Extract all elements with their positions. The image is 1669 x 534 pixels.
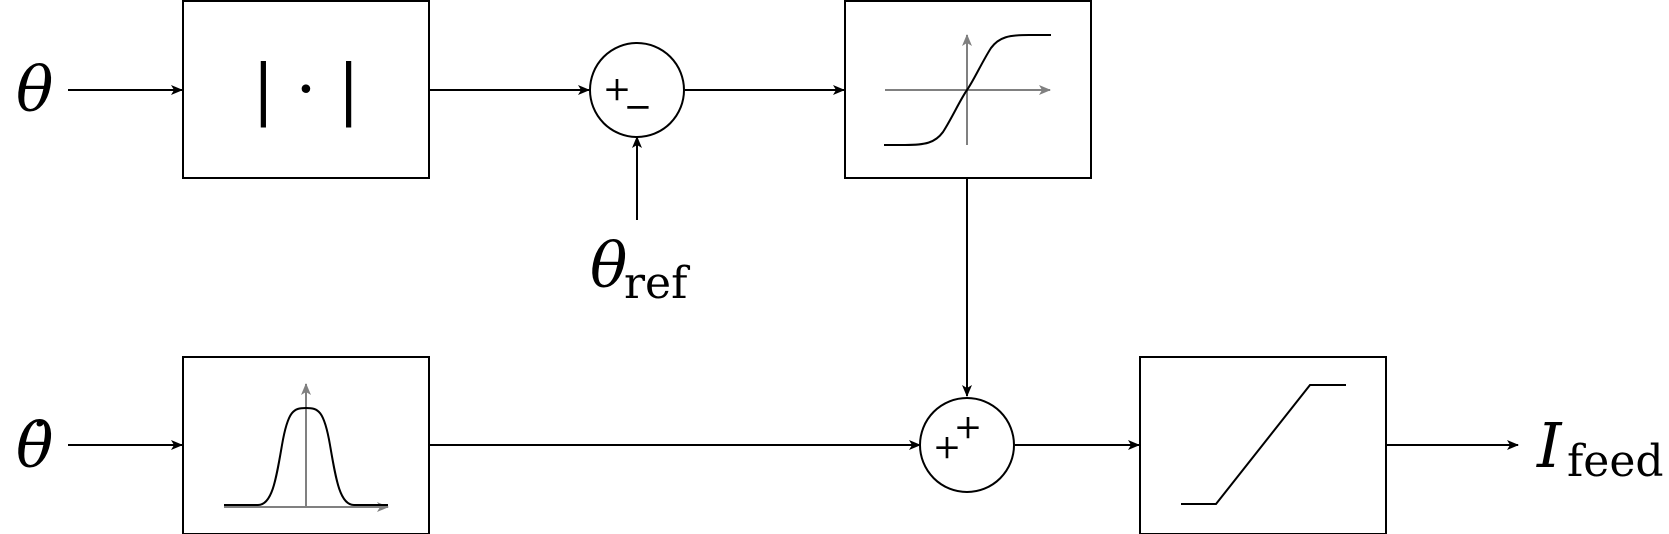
abs-block: | · |: [182, 0, 430, 179]
i-feed-symbol: I: [1536, 409, 1563, 482]
summing-junction-bottom: + +: [919, 397, 1015, 493]
theta-dot-input-label: θ̇: [16, 409, 53, 482]
sigmoid-curve-icon: [884, 34, 1051, 146]
theta-ref-subscript: ref: [624, 258, 690, 309]
sigmoid-block: [844, 0, 1092, 179]
saturation-ramp-icon: [1181, 384, 1346, 505]
sum-bottom-top-plus-sign: +: [954, 407, 983, 447]
gaussian-block: [182, 356, 430, 534]
theta-input-label: θ: [16, 53, 53, 126]
saturation-block: [1139, 356, 1387, 534]
i-feed-subscript: feed: [1567, 436, 1664, 487]
abs-label: | · |: [252, 51, 359, 128]
i-feed-output-label: I feed: [1536, 409, 1664, 487]
sum-top-minus-sign: −: [624, 87, 653, 127]
summing-junction-top: + −: [589, 42, 685, 138]
theta-ref-label: θ ref: [590, 229, 690, 309]
theta-ref-symbol: θ: [590, 229, 627, 302]
sum-bottom-left-plus-sign: +: [933, 427, 962, 467]
gaussian-curve-icon: [224, 383, 389, 512]
sum-top-plus-sign: +: [603, 69, 632, 109]
